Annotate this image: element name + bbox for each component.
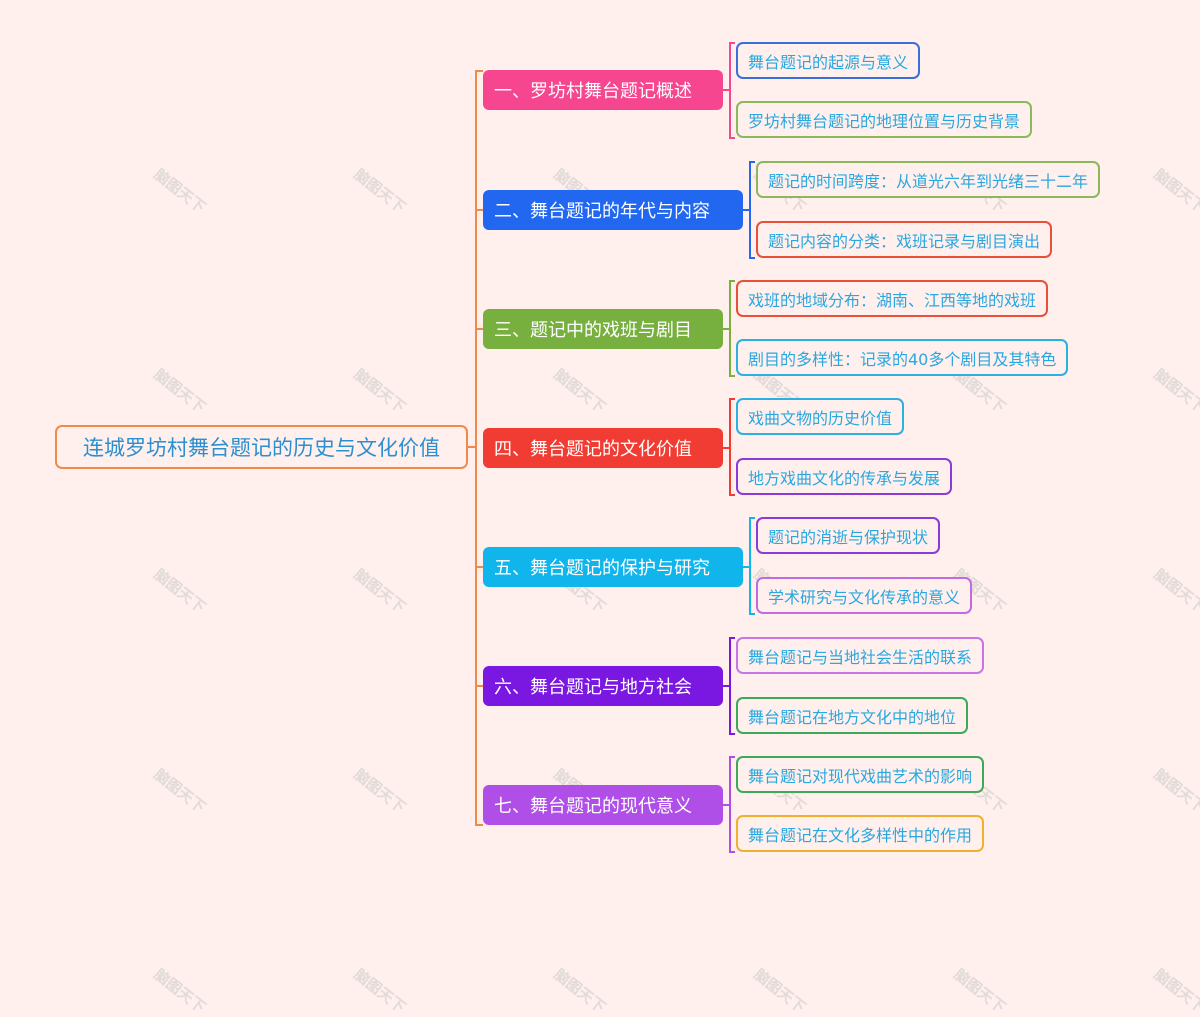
- watermark-text: 脑图天下: [150, 765, 209, 817]
- watermark-text: 脑图天下: [350, 365, 409, 417]
- watermark-text: 脑图天下: [550, 965, 609, 1017]
- watermark-text: 脑图天下: [150, 965, 209, 1017]
- child-bracket: [729, 280, 735, 377]
- child-node[interactable]: 舞台题记在地方文化中的地位: [736, 697, 969, 734]
- branch-stub: [743, 209, 750, 211]
- branch-stub: [743, 566, 750, 568]
- watermark-text: 脑图天下: [550, 365, 609, 417]
- child-bracket: [729, 398, 735, 496]
- branch-stub: [723, 89, 730, 91]
- child-node[interactable]: 题记内容的分类：戏班记录与剧目演出: [756, 221, 1053, 258]
- child-label: 剧目的多样性：记录的40多个剧目及其特色: [748, 349, 1057, 369]
- child-label: 戏班的地域分布：湖南、江西等地的戏班: [748, 290, 1037, 310]
- branch-stub: [723, 447, 730, 449]
- child-label: 学术研究与文化传承的意义: [768, 587, 961, 607]
- child-node[interactable]: 舞台题记对现代戏曲艺术的影响: [736, 756, 985, 793]
- branch-label: 四、舞台题记的文化价值: [494, 439, 692, 460]
- watermark-text: 脑图天下: [750, 965, 809, 1017]
- watermark-text: 脑图天下: [1150, 965, 1200, 1017]
- branch-connector: [476, 70, 483, 72]
- branch-label: 七、舞台题记的现代意义: [494, 796, 692, 817]
- child-node[interactable]: 罗坊村舞台题记的地理位置与历史背景: [736, 101, 1033, 138]
- branch-node-7[interactable]: 七、舞台题记的现代意义: [483, 785, 723, 825]
- watermark-text: 脑图天下: [1150, 365, 1200, 417]
- root-node[interactable]: 连城罗坊村舞台题记的历史与文化价值: [55, 425, 468, 469]
- child-node[interactable]: 舞台题记的起源与意义: [736, 42, 921, 79]
- watermark-text: 脑图天下: [1150, 765, 1200, 817]
- child-node[interactable]: 舞台题记在文化多样性中的作用: [736, 815, 985, 852]
- trunk-line: [475, 70, 477, 826]
- child-bracket: [729, 637, 735, 735]
- branch-label: 三、题记中的戏班与剧目: [494, 320, 692, 341]
- root-connector: [468, 446, 476, 448]
- watermark-text: 脑图天下: [350, 765, 409, 817]
- branch-node-4[interactable]: 四、舞台题记的文化价值: [483, 428, 723, 468]
- branch-node-5[interactable]: 五、舞台题记的保护与研究: [483, 547, 743, 587]
- branch-label: 一、罗坊村舞台题记概述: [494, 81, 692, 102]
- child-label: 舞台题记与当地社会生活的联系: [748, 647, 973, 667]
- child-label: 舞台题记对现代戏曲艺术的影响: [748, 766, 973, 786]
- branch-connector: [476, 566, 483, 568]
- branch-node-2[interactable]: 二、舞台题记的年代与内容: [483, 190, 743, 230]
- watermark-text: 脑图天下: [350, 565, 409, 617]
- child-label: 题记的消逝与保护现状: [768, 527, 929, 547]
- watermark-text: 脑图天下: [150, 165, 209, 217]
- child-bracket: [729, 756, 735, 853]
- child-bracket: [749, 517, 755, 615]
- child-label: 舞台题记在文化多样性中的作用: [748, 825, 973, 845]
- child-node[interactable]: 题记的消逝与保护现状: [756, 517, 941, 554]
- child-label: 舞台题记在地方文化中的地位: [748, 707, 957, 727]
- child-label: 舞台题记的起源与意义: [748, 52, 909, 72]
- branch-stub: [723, 804, 730, 806]
- watermark-text: 脑图天下: [1150, 565, 1200, 617]
- branch-stub: [723, 685, 730, 687]
- child-node[interactable]: 学术研究与文化传承的意义: [756, 577, 973, 614]
- child-label: 题记内容的分类：戏班记录与剧目演出: [768, 231, 1041, 251]
- branch-connector: [476, 824, 483, 826]
- branch-label: 二、舞台题记的年代与内容: [494, 201, 710, 222]
- child-bracket: [729, 42, 735, 139]
- branch-node-6[interactable]: 六、舞台题记与地方社会: [483, 666, 723, 706]
- watermark-text: 脑图天下: [350, 165, 409, 217]
- child-node[interactable]: 剧目的多样性：记录的40多个剧目及其特色: [736, 339, 1069, 376]
- branch-connector: [476, 685, 483, 687]
- watermark-text: 脑图天下: [1150, 165, 1200, 217]
- child-node[interactable]: 舞台题记与当地社会生活的联系: [736, 637, 985, 674]
- branch-label: 六、舞台题记与地方社会: [494, 677, 692, 698]
- child-node[interactable]: 戏曲文物的历史价值: [736, 398, 905, 435]
- watermark-text: 脑图天下: [150, 565, 209, 617]
- child-bracket: [749, 161, 755, 259]
- branch-stub: [723, 328, 730, 330]
- root-label: 连城罗坊村舞台题记的历史与文化价值: [83, 436, 440, 460]
- branch-node-1[interactable]: 一、罗坊村舞台题记概述: [483, 70, 723, 110]
- branch-label: 五、舞台题记的保护与研究: [494, 558, 710, 579]
- child-label: 戏曲文物的历史价值: [748, 408, 893, 428]
- branch-node-3[interactable]: 三、题记中的戏班与剧目: [483, 309, 723, 349]
- child-node[interactable]: 戏班的地域分布：湖南、江西等地的戏班: [736, 280, 1049, 317]
- child-node[interactable]: 地方戏曲文化的传承与发展: [736, 458, 953, 495]
- branch-connector: [476, 328, 483, 330]
- child-label: 罗坊村舞台题记的地理位置与历史背景: [748, 111, 1021, 131]
- child-label: 题记的时间跨度：从道光六年到光绪三十二年: [768, 171, 1089, 191]
- watermark-text: 脑图天下: [950, 965, 1009, 1017]
- branch-connector: [476, 209, 483, 211]
- watermark-text: 脑图天下: [350, 965, 409, 1017]
- watermark-text: 脑图天下: [150, 365, 209, 417]
- child-node[interactable]: 题记的时间跨度：从道光六年到光绪三十二年: [756, 161, 1101, 198]
- child-label: 地方戏曲文化的传承与发展: [748, 468, 941, 488]
